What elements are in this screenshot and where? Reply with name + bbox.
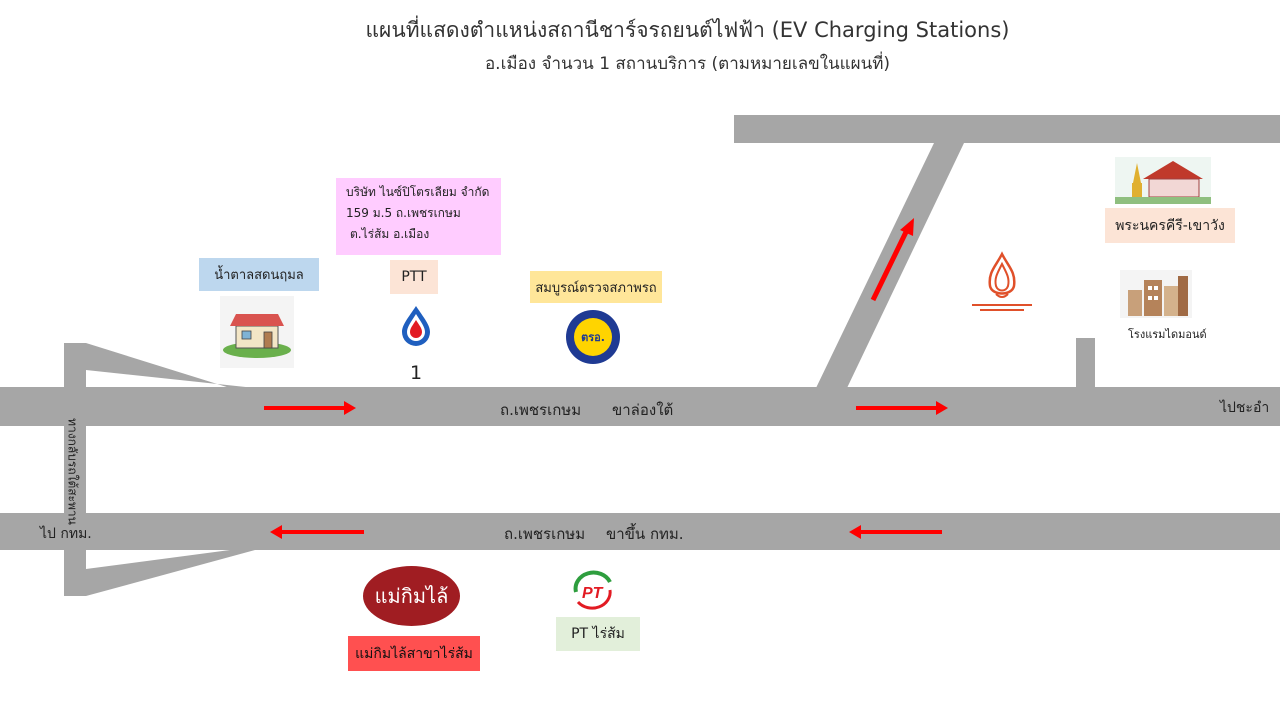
arrow-lower-right <box>849 525 942 539</box>
station-number: 1 <box>410 362 423 384</box>
station-address-1: 159 ม.5 ถ.เพชรเกษม <box>346 206 461 220</box>
inspection-label: สมบูรณ์ตรวจสภาพรถ <box>530 271 662 303</box>
inspection-logo: ตรอ. <box>566 310 620 364</box>
station-address-2: ต.ไร่ส้ม อ.เมือง <box>350 227 430 241</box>
lower-road-direction: ขาขึ้น กทม. <box>606 525 684 543</box>
diagonal-arrowhead <box>900 218 914 236</box>
restaurant-label: แม่กิมไล้สาขาไร่ส้ม <box>348 636 480 671</box>
station-info-box: บริษัท ไนซ์ปิโตรเลียม จำกัด 159 ม.5 ถ.เพ… <box>336 178 501 255</box>
ptt-drop-icon <box>402 306 430 346</box>
to-bangkok-label: ไป กทม. <box>40 526 92 542</box>
lower-road-name: ถ.เพชรเกษม <box>504 525 586 543</box>
top-right-road <box>734 115 1280 143</box>
u-turn-lower-ramp <box>86 550 255 596</box>
upper-road-name: ถ.เพชรเกษม <box>500 401 582 419</box>
sugar-shop-label: น้ำตาลสดนฤมล <box>199 258 319 291</box>
hotel-label: โรงแรมไดมอนด์ <box>1128 328 1207 341</box>
upper-road <box>0 387 1280 426</box>
palace-label: พระนครคีรี-เขาวัง <box>1105 208 1235 243</box>
upper-road-direction: ขาล่องใต้ <box>612 401 674 419</box>
arrow-lower-left <box>270 525 364 539</box>
lower-road <box>0 513 1280 550</box>
pt-logo-icon: PT <box>573 570 612 610</box>
diagonal-arrow <box>870 228 910 302</box>
u-turn-label: ทางกลับรถใต้สะพาน <box>65 418 80 525</box>
hotel-icon <box>1120 270 1192 318</box>
inspection-logo-inner: ตรอ. <box>574 318 612 356</box>
palace-icon <box>1115 157 1211 204</box>
flame-emblem-icon <box>972 251 1032 311</box>
pt-station-label: PT ไร่ส้ม <box>556 617 640 651</box>
to-chaam-label: ไปชะอำ <box>1220 400 1270 416</box>
restaurant-logo-text: แม่กิมไล้ <box>374 584 449 608</box>
arrow-upper-left <box>264 401 356 415</box>
arrow-upper-right <box>856 401 948 415</box>
u-turn-upper-ramp <box>86 343 255 388</box>
map-title: แผนที่แสดงตำแหน่งสถานีชาร์จรถยนต์ไฟฟ้า (… <box>365 18 1010 42</box>
restaurant-logo: แม่กิมไล้ <box>363 566 460 626</box>
house-icon <box>220 296 294 368</box>
u-turn-vertical <box>64 343 86 596</box>
pt-logo-text: PT <box>582 585 604 602</box>
small-side-road <box>1076 338 1095 388</box>
ptt-brand-label: PTT <box>390 260 438 294</box>
inspection-logo-text: ตรอ. <box>581 331 605 344</box>
station-name: บริษัท ไนซ์ปิโตรเลียม จำกัด <box>346 185 490 199</box>
map-subtitle: อ.เมือง จำนวน 1 สถานบริการ (ตามหมายเลขใน… <box>484 54 891 74</box>
